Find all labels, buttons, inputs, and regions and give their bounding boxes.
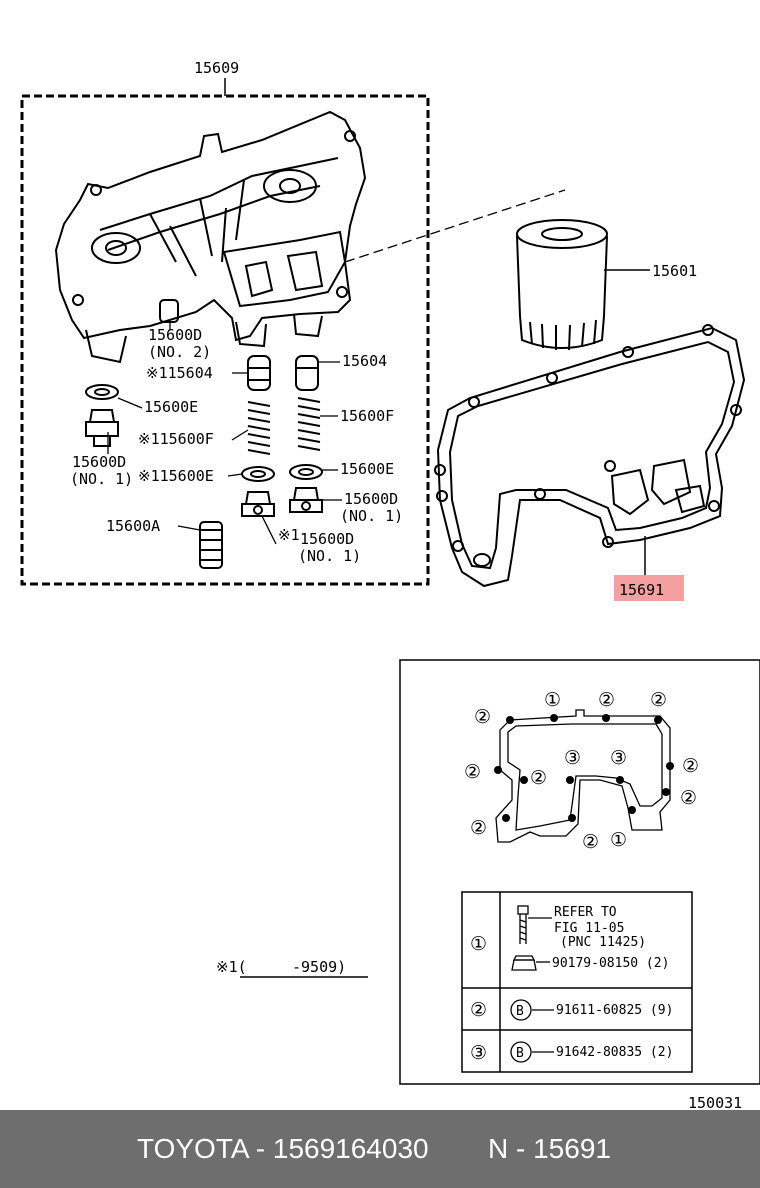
footer-brand-part: TOYOTA - 1569164030 <box>137 1133 429 1164</box>
label-115600f-marked: ※115600F <box>138 430 214 448</box>
label-15600d-left: 15600D <box>72 453 126 471</box>
bolt-map-gasket <box>495 709 671 843</box>
bolt-map-box <box>399 659 760 1085</box>
legend-row3-badge: B <box>516 1046 524 1061</box>
label-115600e-marked: ※115600E <box>138 467 214 485</box>
label-115604-marked: ※115604 <box>146 364 213 382</box>
legend-row1-line3: (PNC 11425) <box>560 935 646 950</box>
bolt-icon <box>517 905 529 944</box>
marker-7: ③ <box>610 747 627 769</box>
legend-row1-line4: 90179-08150 (2) <box>552 956 669 971</box>
legend-row3-id: ③ <box>470 1042 487 1064</box>
gasket-15691 <box>434 324 746 588</box>
marker-11: ② <box>470 817 487 839</box>
legend-row1-id: ① <box>470 933 487 955</box>
label-15600d-bottom-mark: ※1 <box>278 526 300 544</box>
legend-table <box>461 891 693 1073</box>
marker-12: ② <box>582 831 599 853</box>
legend-row2-id: ② <box>470 999 487 1021</box>
figure-code: 150031 <box>688 1094 742 1110</box>
label-15601: 15601 <box>652 262 697 280</box>
label-15600d-bottom-note: (NO. 1) <box>298 547 361 565</box>
footnote-mark: ※1( <box>216 958 247 976</box>
legend-row2-badge: B <box>516 1004 524 1019</box>
label-15609: 15609 <box>194 59 239 77</box>
marker-5: ② <box>464 761 481 783</box>
label-15600d-bottom: 15600D <box>300 530 354 548</box>
oil-cooler-housing <box>54 110 367 364</box>
label-15600a: 15600A <box>106 517 160 535</box>
marker-6: ③ <box>564 747 581 769</box>
marker-3: ② <box>598 689 615 711</box>
label-15691: 15691 <box>619 581 664 599</box>
bolt-map-dots <box>494 714 674 822</box>
marker-2: ① <box>544 689 561 711</box>
legend-row1-line2: FIG 11-05 <box>554 921 624 936</box>
legend-row1-line1: REFER TO <box>554 905 617 920</box>
label-15600e-right: 15600E <box>340 460 394 478</box>
marker-14: ① <box>610 829 627 851</box>
footnote-range: -9509) <box>292 958 346 976</box>
legend-row3-part: 91642-80835 (2) <box>556 1045 673 1060</box>
marker-4: ② <box>650 689 667 711</box>
assembly-frame <box>20 94 430 586</box>
label-15600d-left-note: (NO. 1) <box>70 470 133 488</box>
label-15600d-right: 15600D <box>344 490 398 508</box>
oil-filter <box>516 219 608 351</box>
parts-diagram: 15609 15601 <box>20 59 760 1110</box>
label-15600d-right-note: (NO. 1) <box>340 507 403 525</box>
label-15600d-no2-note: (NO. 2) <box>148 343 211 361</box>
footer-bar: TOYOTA - 1569164030 N - 15691 <box>0 1110 760 1188</box>
marker-1: ② <box>474 706 491 728</box>
marker-10: ② <box>680 787 697 809</box>
bolt-map-markers: ② ① ② ② ② ③ ③ ② ② ② ② ② ② ① <box>464 689 699 853</box>
marker-8: ② <box>530 767 547 789</box>
nut-icon <box>511 955 537 971</box>
small-parts <box>85 299 323 569</box>
marker-9: ② <box>682 755 699 777</box>
label-15600e-left: 15600E <box>144 398 198 416</box>
label-15600d-no2: 15600D <box>148 326 202 344</box>
footer-reference: N - 15691 <box>488 1133 611 1164</box>
legend-row2-part: 91611-60825 (9) <box>556 1003 673 1018</box>
label-15604: 15604 <box>342 352 387 370</box>
label-15600f: 15600F <box>340 407 394 425</box>
